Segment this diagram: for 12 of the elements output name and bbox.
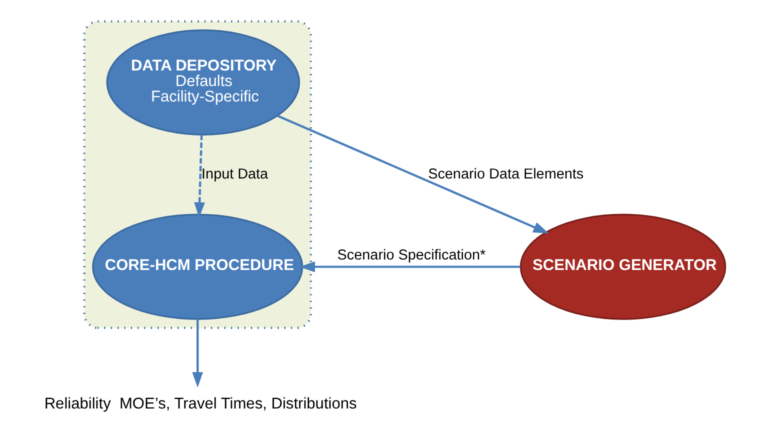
node-ellipse: DATA DEPOSITORY Defaults Facility-Specific <box>106 29 300 136</box>
edge-label: Input Data <box>202 166 268 182</box>
node-ellipse: CORE-HCM PROCEDURE <box>92 214 304 320</box>
edge-label: Scenario Data Elements <box>428 166 584 182</box>
arrow <box>192 319 204 388</box>
arrow <box>299 261 520 272</box>
node-text: Reliability MOE’s, Travel Times, Distributions <box>44 396 357 413</box>
arrow <box>194 134 205 218</box>
cluster <box>83 20 312 330</box>
edge-label: Scenario Specification* <box>337 247 486 264</box>
node-ellipse: SCENARIO GENERATOR <box>520 214 726 320</box>
arrow <box>276 114 549 234</box>
